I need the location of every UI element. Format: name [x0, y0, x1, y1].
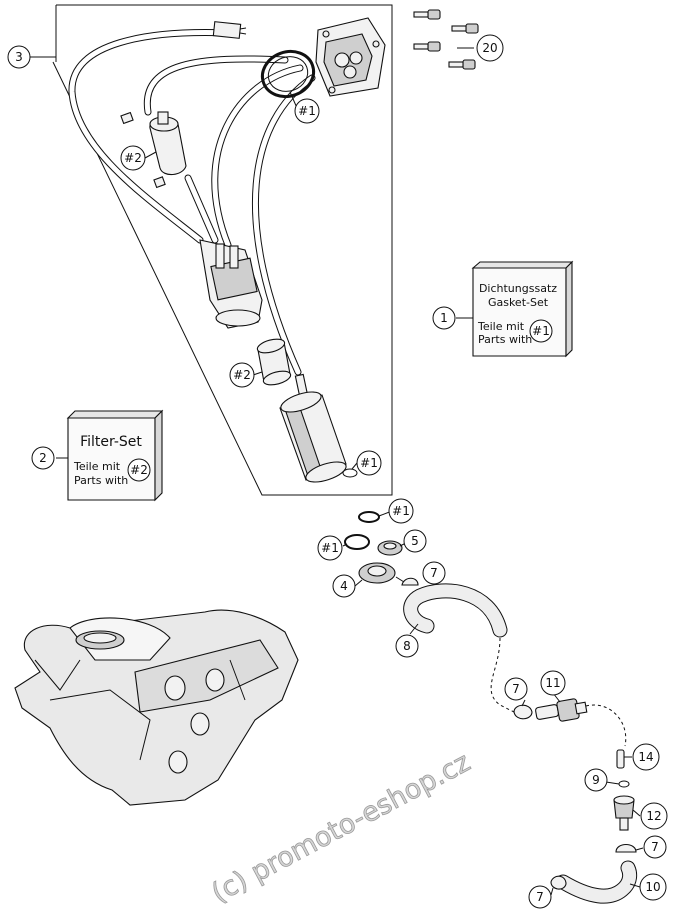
fuel-pump-harness	[68, 21, 316, 376]
callout-14: 14	[632, 743, 660, 771]
svg-text:10: 10	[645, 880, 660, 894]
fuel-tank	[14, 609, 299, 806]
svg-text:2: 2	[39, 451, 47, 465]
gasket-set-parts-en: Parts with	[478, 333, 532, 346]
pump-upper-body	[199, 239, 263, 329]
gasket-set-box: Dichtungssatz Gasket-Set Teile mit Parts…	[456, 260, 574, 358]
svg-text:#1: #1	[360, 456, 378, 470]
callout-5: 5	[403, 529, 427, 553]
fuel-hose-8	[403, 583, 515, 713]
svg-text:8: 8	[403, 639, 411, 653]
gasket-set-ref-badge: #1	[529, 319, 553, 343]
svg-text:9: 9	[592, 773, 600, 787]
fuel-filter	[120, 111, 187, 189]
watermark: (c) promoto-eshop.cz	[207, 747, 476, 910]
ref-2-filter-sleeve: #2	[229, 362, 255, 388]
callout-11: 11	[540, 670, 566, 696]
svg-text:7: 7	[536, 890, 544, 904]
filter-set-parts-en: Parts with	[74, 474, 128, 487]
flange-seal-ring	[260, 49, 316, 99]
ref-1-seal-upper: #1	[388, 498, 414, 524]
ref-1-seal-lower: #1	[317, 535, 343, 561]
svg-text:7: 7	[651, 840, 659, 854]
svg-text:1: 1	[440, 311, 448, 325]
ref-1-pump-oring: #1	[356, 450, 382, 476]
gasket-set-title-en: Gasket-Set	[488, 296, 549, 309]
callout-7a: 7	[422, 561, 446, 585]
ref-1-flange-seal: #1	[294, 98, 320, 124]
callout-7d: 7	[528, 885, 552, 909]
gasket-set-parts-de: Teile mit	[477, 320, 525, 333]
callout-10: 10	[639, 873, 667, 901]
ref-2-fuel-filter: #2	[120, 145, 146, 171]
callout-2: 2	[31, 446, 55, 470]
svg-text:7: 7	[430, 566, 438, 580]
screws-20	[413, 9, 479, 70]
svg-text:#2: #2	[233, 368, 251, 382]
svg-text:#2: #2	[130, 463, 148, 477]
svg-text:#1: #1	[392, 504, 410, 518]
filter-set-box: Filter-Set Teile mit Parts with #2	[56, 409, 164, 502]
filter-set-title: Filter-Set	[80, 434, 142, 450]
svg-text:5: 5	[411, 534, 419, 548]
svg-text:14: 14	[638, 750, 653, 764]
filter-set-ref-badge: #2	[127, 458, 151, 482]
svg-text:3: 3	[15, 50, 23, 64]
callout-9: 9	[584, 768, 608, 792]
assembly-3-outline	[30, 4, 393, 496]
svg-text:#1: #1	[321, 541, 339, 555]
callout-20: 20	[476, 34, 504, 62]
svg-text:#2: #2	[124, 151, 142, 165]
svg-text:#1: #1	[532, 324, 550, 338]
pump-lower-body	[279, 373, 358, 483]
svg-text:20: 20	[482, 41, 497, 55]
callout-4: 4	[332, 574, 356, 598]
filter-set-parts-de: Teile mit	[73, 460, 121, 473]
svg-text:7: 7	[512, 682, 520, 696]
svg-text:4: 4	[340, 579, 348, 593]
fuel-hose-10	[550, 860, 638, 904]
gasket-set-title-de: Dichtungssatz	[479, 282, 557, 295]
svg-text:#1: #1	[298, 104, 316, 118]
callout-7b: 7	[504, 677, 528, 701]
svg-text:12: 12	[646, 809, 661, 823]
tank-fitting-parts	[344, 511, 419, 586]
callout-3: 3	[7, 45, 31, 69]
callout-8: 8	[395, 634, 419, 658]
filter-sleeve	[256, 338, 292, 386]
svg-text:11: 11	[545, 676, 560, 690]
pump-flange	[315, 17, 386, 97]
callout-7c: 7	[643, 835, 667, 859]
callout-12: 12	[640, 802, 668, 830]
connector-small-parts	[613, 749, 637, 853]
quick-coupling-11	[513, 698, 627, 747]
callout-1: 1	[432, 306, 456, 330]
